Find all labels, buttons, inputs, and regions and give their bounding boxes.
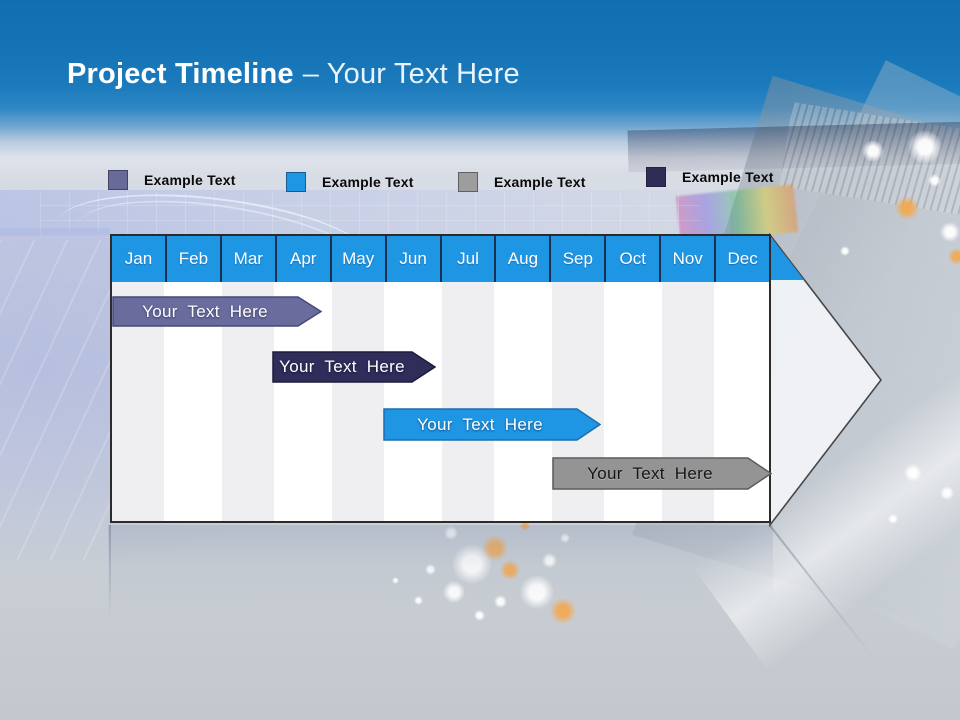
bokeh-dot	[940, 486, 954, 500]
month-header-may: May	[331, 236, 387, 282]
legend-item: Example Text	[458, 172, 586, 192]
month-header-mar: Mar	[221, 236, 277, 282]
timeline-bar-2: Your Text Here	[272, 351, 436, 383]
table-reflection	[108, 525, 773, 610]
timeline-bar-4: Your Text Here	[552, 457, 772, 490]
month-header-row: Jan Feb Mar Apr May Jun Jul Aug Sep Oct …	[112, 236, 770, 282]
legend-swatch-gray	[458, 172, 478, 192]
timeline-arrowhead	[769, 232, 883, 528]
slide-title: Project Timeline– Your Text Here	[67, 58, 520, 91]
timeline-bar-1: Your Text Here	[112, 296, 322, 327]
slide-title-light: – Your Text Here	[302, 58, 520, 90]
month-header-oct: Oct	[606, 236, 662, 282]
bar-label: Your Text Here	[279, 357, 405, 376]
legend-swatch-navy	[646, 167, 666, 187]
bokeh-dot	[904, 464, 922, 482]
bar-shape	[552, 457, 772, 490]
timeline-table: Jan Feb Mar Apr May Jun Jul Aug Sep Oct …	[110, 234, 771, 523]
bokeh-dot	[494, 595, 507, 608]
bokeh-dot	[928, 174, 941, 187]
bokeh-dot	[888, 514, 898, 524]
bar-shape	[272, 351, 436, 383]
bokeh-dot	[520, 521, 530, 531]
bokeh-dot	[414, 596, 423, 605]
month-header-jan: Jan	[112, 236, 167, 282]
bokeh-dot	[520, 575, 554, 609]
bar-label: Your Text Here	[587, 463, 713, 483]
bokeh-dot	[443, 581, 465, 603]
bokeh-dot	[948, 248, 960, 265]
legend-swatch-purple	[108, 170, 128, 190]
arrowhead-header-blue	[771, 237, 804, 280]
month-header-jun: Jun	[386, 236, 442, 282]
table-reflection-left-line	[109, 525, 111, 620]
month-column	[387, 282, 442, 521]
legend-item: Example Text	[646, 167, 774, 187]
bokeh-dot	[560, 533, 570, 543]
month-column	[442, 282, 497, 521]
bokeh-dot	[392, 577, 399, 584]
legend-item: Example Text	[286, 172, 414, 192]
bar-label: Your Text Here	[417, 414, 543, 434]
bar-shape	[383, 408, 601, 441]
month-header-dec: Dec	[716, 236, 770, 282]
slide-title-strong: Project Timeline	[67, 58, 294, 90]
month-header-feb: Feb	[166, 236, 222, 282]
legend-label: Example Text	[322, 174, 414, 190]
bokeh-dot	[895, 196, 919, 220]
legend-label: Example Text	[494, 174, 586, 190]
background-blue-band	[0, 190, 730, 236]
month-column	[497, 282, 552, 521]
month-column	[332, 282, 387, 521]
month-header-jul: Jul	[441, 236, 497, 282]
bokeh-dot	[940, 222, 960, 242]
legend-item: Example Text	[108, 170, 236, 190]
bokeh-dot	[425, 564, 436, 575]
month-header-apr: Apr	[276, 236, 332, 282]
background-left-band-lines	[0, 240, 110, 560]
bokeh-dot	[542, 553, 557, 568]
bokeh-dot	[444, 526, 458, 540]
month-header-sep: Sep	[551, 236, 607, 282]
bokeh-dot	[482, 535, 508, 561]
bokeh-dot	[908, 130, 942, 164]
background-grid-pattern	[40, 192, 700, 236]
legend-label: Example Text	[682, 169, 774, 185]
legend-swatch-blue	[286, 172, 306, 192]
legend-label: Example Text	[144, 172, 236, 188]
bar-shape	[112, 296, 322, 327]
month-header-aug: Aug	[496, 236, 552, 282]
timeline-bar-3: Your Text Here	[383, 408, 601, 441]
bokeh-dot	[862, 140, 884, 162]
background-left-band	[0, 228, 110, 573]
bokeh-dot	[840, 246, 850, 256]
bar-label: Your Text Here	[142, 301, 268, 321]
bokeh-dot	[550, 598, 576, 624]
month-header-nov: Nov	[661, 236, 717, 282]
bokeh-dot	[500, 560, 520, 580]
bokeh-dot	[474, 610, 485, 621]
